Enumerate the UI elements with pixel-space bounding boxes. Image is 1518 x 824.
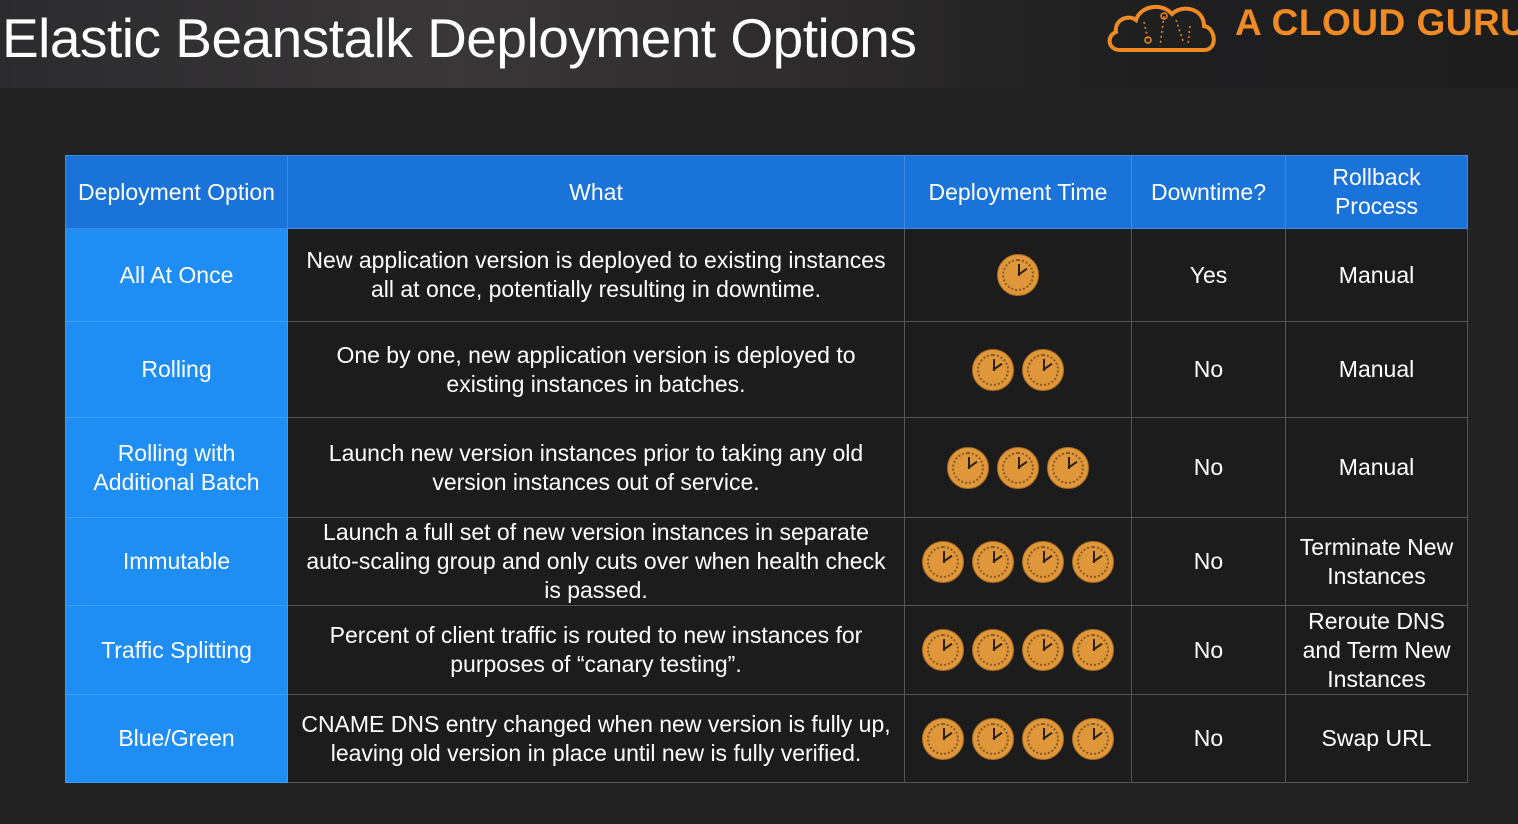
deployment-time-cell: [904, 694, 1132, 783]
column-header: Deployment Time: [904, 155, 1132, 229]
clock-group: [911, 540, 1125, 583]
table-header-row: Deployment Option What Deployment Time D…: [65, 155, 1468, 229]
deployment-options-table: Deployment Option What Deployment Time D…: [65, 155, 1468, 783]
option-cell: Rolling with Additional Batch: [65, 417, 288, 518]
title-bar: [0, 0, 1518, 88]
clock-group: [911, 717, 1125, 760]
rollback-cell: Swap URL: [1285, 694, 1468, 783]
option-cell: Blue/Green: [65, 694, 288, 783]
what-cell: Launch new version instances prior to ta…: [287, 417, 905, 518]
clock-icon: [997, 446, 1039, 489]
clock-icon: [972, 717, 1014, 760]
clock-group: [911, 254, 1125, 296]
clock-icon: [1072, 540, 1114, 583]
brand-logo: A CLOUD GURU: [1100, 0, 1518, 60]
what-cell: New application version is deployed to e…: [287, 228, 905, 322]
rollback-cell: Reroute DNS and Term New Instances: [1285, 605, 1468, 695]
clock-icon: [1022, 540, 1064, 583]
deployment-time-cell: [904, 228, 1132, 322]
deployment-time-cell: [904, 605, 1132, 695]
deployment-time-cell: [904, 417, 1132, 518]
downtime-cell: Yes: [1131, 228, 1286, 322]
option-cell: Immutable: [65, 517, 288, 606]
what-cell: One by one, new application version is d…: [287, 321, 905, 418]
rollback-cell: Manual: [1285, 228, 1468, 322]
clock-icon: [1072, 717, 1114, 760]
clock-icon: [1022, 629, 1064, 671]
what-cell: Percent of client traffic is routed to n…: [287, 605, 905, 695]
clock-group: [911, 348, 1125, 391]
clock-group: [911, 446, 1125, 489]
clock-icon: [922, 540, 964, 583]
option-cell: Traffic Splitting: [65, 605, 288, 695]
clock-icon: [997, 254, 1039, 296]
clock-icon: [922, 629, 964, 671]
downtime-cell: No: [1131, 694, 1286, 783]
downtime-cell: No: [1131, 517, 1286, 606]
clock-icon: [1022, 717, 1064, 760]
column-header: Rollback Process: [1285, 155, 1468, 229]
rollback-cell: Terminate New Instances: [1285, 517, 1468, 606]
rollback-cell: Manual: [1285, 321, 1468, 418]
page-title: Elastic Beanstalk Deployment Options: [2, 7, 917, 69]
clock-icon: [1047, 446, 1089, 489]
brand-name: A CLOUD GURU: [1235, 2, 1518, 43]
option-cell: Rolling: [65, 321, 288, 418]
downtime-cell: No: [1131, 417, 1286, 518]
rollback-cell: Manual: [1285, 417, 1468, 518]
option-cell: All At Once: [65, 228, 288, 322]
clock-icon: [972, 629, 1014, 671]
clock-icon: [972, 540, 1014, 583]
clock-icon: [1022, 348, 1064, 391]
clock-icon: [1072, 629, 1114, 671]
clock-icon: [922, 717, 964, 760]
column-header: Downtime?: [1131, 155, 1286, 229]
downtime-cell: No: [1131, 605, 1286, 695]
deployment-time-cell: [904, 517, 1132, 606]
column-header: What: [287, 155, 905, 229]
what-cell: CNAME DNS entry changed when new version…: [287, 694, 905, 783]
downtime-cell: No: [1131, 321, 1286, 418]
what-cell: Launch a full set of new version instanc…: [287, 517, 905, 606]
column-header: Deployment Option: [65, 155, 288, 229]
clock-icon: [972, 348, 1014, 391]
clock-group: [911, 629, 1125, 671]
cloud-logo-icon: [1107, 4, 1216, 52]
deployment-time-cell: [904, 321, 1132, 418]
clock-icon: [947, 446, 989, 489]
